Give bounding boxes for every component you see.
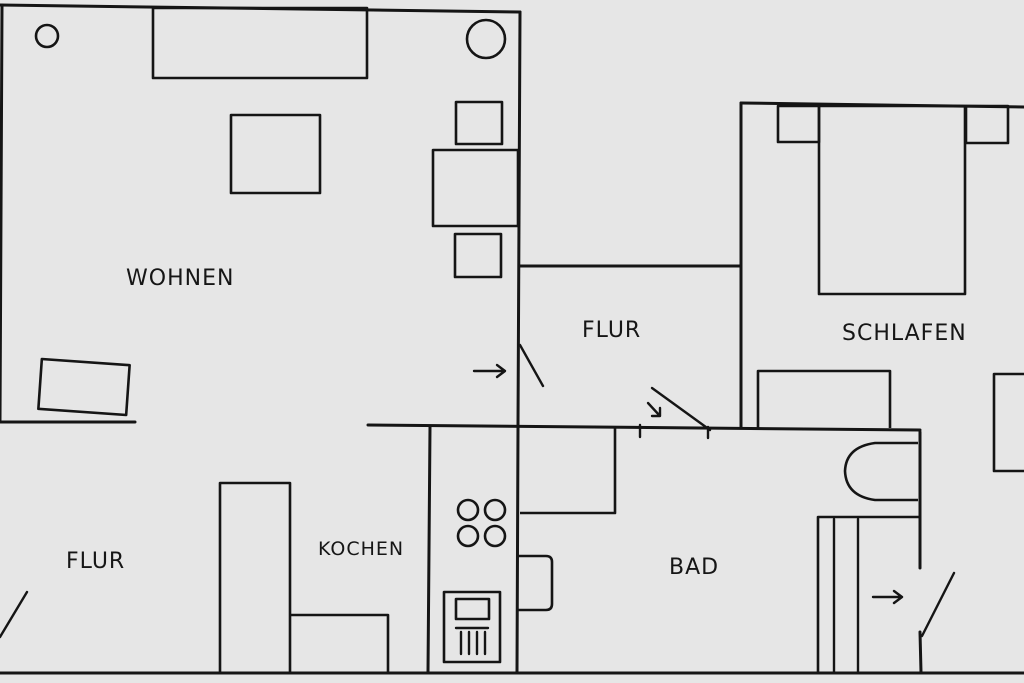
door-bath-arrow [646,401,662,418]
door-tick-marks [638,423,710,440]
kitchen-furniture [442,498,507,664]
lamp-small-circle [34,23,60,49]
coffee-table [229,113,322,195]
wall-bath-right-lower [918,630,923,674]
bath-cabinet [520,428,617,515]
label-flur-lower: FLUR [66,549,125,574]
bed [817,104,967,296]
wall-kitchen-left [426,425,432,674]
kitchen-counter-low [290,613,390,672]
shelf-lines [832,517,860,674]
wall-living-left [0,3,4,422]
wall-middle-horizontal [366,423,922,432]
label-kochen: KOCHEN [318,538,404,560]
tv-unit [37,357,131,417]
lamp-large-circle [465,18,507,60]
bedroom-furniture [756,104,1024,473]
bath-shelf-divider [816,515,920,672]
door-living-swing [518,343,545,388]
coat-cabinet [218,481,292,672]
label-flur-upper: FLUR [582,318,641,343]
stove-burner-3 [456,524,480,548]
chair-top [454,100,504,146]
door-bedroom-swing [920,571,956,638]
label-wohnen: WOHNEN [126,266,234,291]
stove-burner-1 [456,498,480,522]
wardrobe [992,372,1024,473]
nightstand-left [776,104,821,144]
label-bad: BAD [669,555,719,580]
door-bath-swing [650,386,712,432]
dining-table [431,148,520,228]
oven-door [454,597,491,621]
bathroom-furniture [518,428,920,674]
washbasin [518,554,554,612]
sofa [151,6,369,80]
door-living-arrow [472,363,507,379]
oven-outer [442,590,502,664]
wall-kitchen-right [515,425,520,674]
stove-burner-2 [483,498,507,522]
living-room-furniture [34,6,520,417]
doors [0,343,956,639]
door-entrance-swing [0,590,29,639]
door-bedroom-arrow [871,589,904,605]
room-labels: WOHNEN FLUR SCHLAFEN FLUR KOCHEN BAD [66,266,967,580]
oven-grill [454,626,490,656]
dresser [756,369,892,428]
hallway-furniture [218,481,390,672]
shower-tray [843,441,918,502]
stove-burner-4 [483,524,507,548]
nightstand-right [964,104,1010,145]
label-schlafen: SCHLAFEN [842,321,967,346]
chair-bottom [453,232,503,279]
